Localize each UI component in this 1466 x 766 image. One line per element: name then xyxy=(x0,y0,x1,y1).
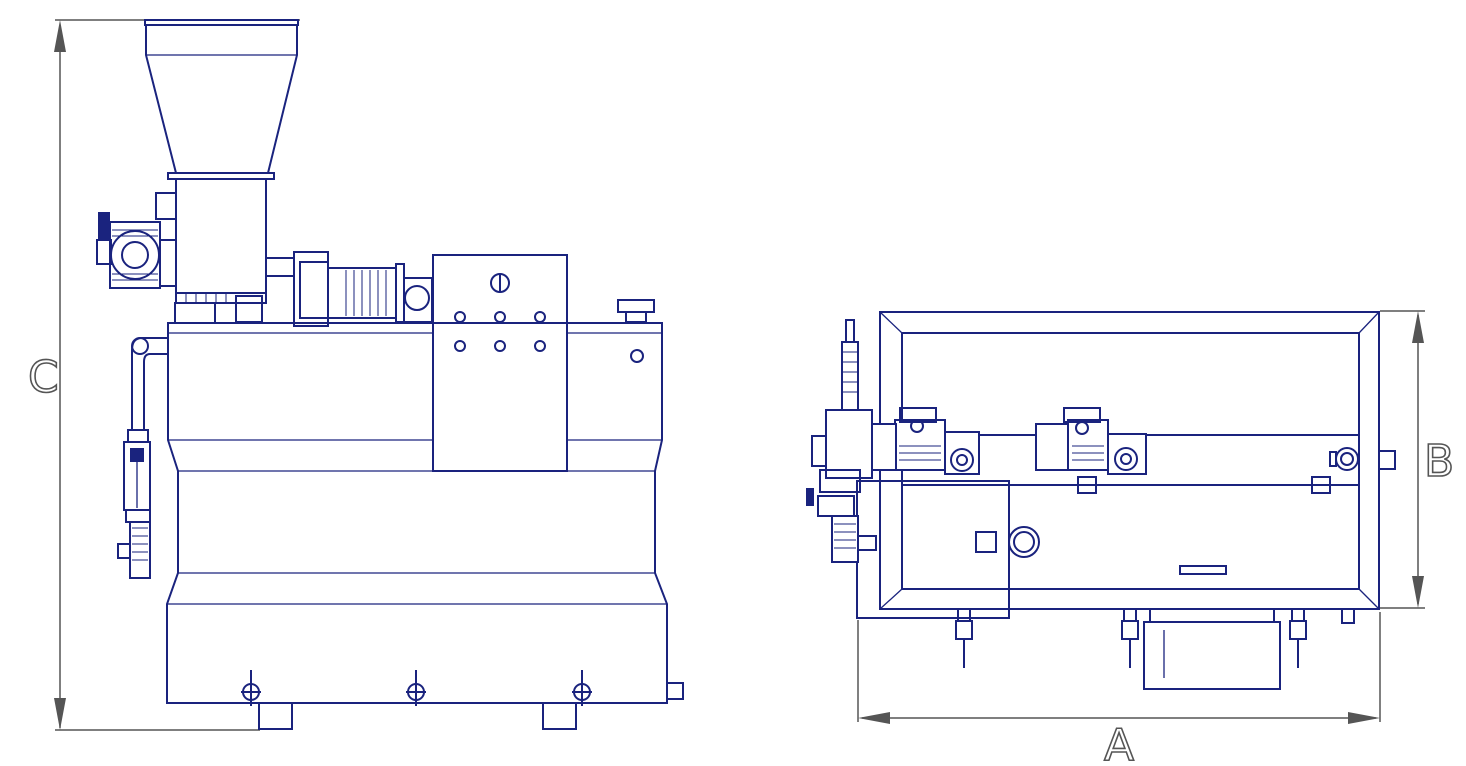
top-view: B A xyxy=(806,310,1455,766)
mixer-motor-1 xyxy=(894,407,980,475)
mixer-drive xyxy=(265,251,433,327)
bottom-valves xyxy=(241,670,592,730)
screw-housing xyxy=(174,292,267,324)
front-outlets xyxy=(955,608,1355,690)
feeder-assembly xyxy=(806,319,897,563)
dimension-b-label: B xyxy=(1424,436,1454,487)
indicator-light-icon xyxy=(534,340,546,352)
dimension-a-label: A xyxy=(1104,720,1134,766)
indicator-light-icon xyxy=(454,311,466,323)
mixer-motor-2 xyxy=(1035,407,1147,475)
side-elevation-view: C xyxy=(27,19,684,731)
dimension-a: A xyxy=(857,612,1381,766)
vent-cap xyxy=(617,299,655,363)
indicator-light-icon xyxy=(494,340,506,352)
control-panel xyxy=(432,254,568,472)
hopper xyxy=(144,19,299,294)
indicator-light-icon xyxy=(534,311,546,323)
feeder-motor xyxy=(96,192,177,289)
indicator-light-icon xyxy=(454,340,466,352)
inlet-piping xyxy=(117,337,168,579)
dimension-b: B xyxy=(1380,310,1455,609)
indicator-light-icon xyxy=(494,311,506,323)
tank-body xyxy=(166,322,684,704)
dosing-section xyxy=(856,480,1227,619)
dimension-c-label: C xyxy=(28,352,59,403)
dimension-c: C xyxy=(27,19,300,731)
